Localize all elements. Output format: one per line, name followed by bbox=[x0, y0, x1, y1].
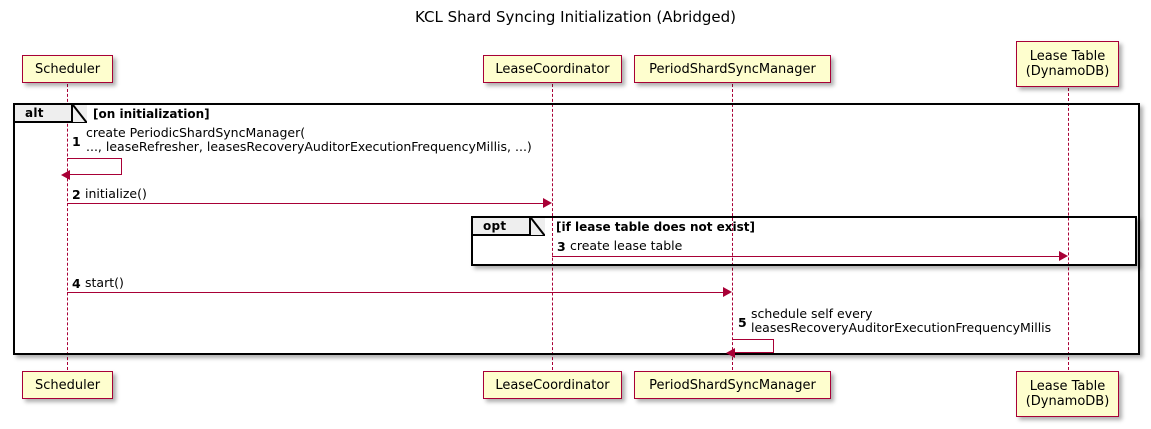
message-5-arrowhead bbox=[726, 348, 735, 358]
message-5-text: schedule self every leasesRecoveryAudito… bbox=[751, 306, 1052, 335]
lifeline-lease-table bbox=[1068, 88, 1069, 370]
lifeline-lease-coordinator bbox=[552, 84, 553, 370]
opt-frame-tab-notch bbox=[531, 218, 545, 236]
opt-frame bbox=[471, 216, 1137, 266]
message-3-number: 3 bbox=[557, 239, 566, 254]
participant-lease-table-top[interactable]: Lease Table (DynamoDB) bbox=[1016, 41, 1119, 87]
participant-lease-table-label-top: Lease Table (DynamoDB) bbox=[1025, 49, 1110, 79]
participant-period-shard-sync-manager-label-top: PeriodShardSyncManager bbox=[649, 61, 816, 77]
opt-frame-condition: [if lease table does not exist] bbox=[556, 220, 756, 234]
lifeline-period-shard-sync-manager bbox=[732, 84, 733, 370]
participant-scheduler-top[interactable]: Scheduler bbox=[22, 55, 113, 83]
message-5-self-loop bbox=[732, 339, 774, 353]
message-3-text: create lease table bbox=[570, 238, 683, 253]
participant-lease-coordinator-bottom[interactable]: LeaseCoordinator bbox=[483, 371, 622, 399]
message-1-number: 1 bbox=[72, 134, 81, 149]
message-2-arrowhead bbox=[543, 198, 552, 208]
message-1-text: create PeriodicShardSyncManager( ..., le… bbox=[86, 125, 532, 154]
participant-period-shard-sync-manager-label-bottom: PeriodShardSyncManager bbox=[649, 377, 816, 393]
alt-frame-tab: alt bbox=[15, 105, 73, 123]
participant-lease-table-label-bottom: Lease Table (DynamoDB) bbox=[1025, 379, 1110, 409]
participant-lease-table-bottom[interactable]: Lease Table (DynamoDB) bbox=[1016, 371, 1119, 417]
opt-frame-tab: opt bbox=[473, 218, 531, 236]
lifeline-scheduler bbox=[67, 84, 68, 370]
message-2-number: 2 bbox=[72, 187, 81, 202]
message-4-arrowhead bbox=[723, 287, 732, 297]
message-4-line bbox=[67, 292, 723, 293]
alt-frame bbox=[13, 103, 1140, 355]
message-4-text: start() bbox=[85, 275, 124, 290]
alt-frame-condition: [on initialization] bbox=[93, 107, 210, 121]
message-3-line bbox=[552, 256, 1059, 257]
participant-scheduler-bottom[interactable]: Scheduler bbox=[22, 371, 113, 399]
participant-lease-coordinator-label-bottom: LeaseCoordinator bbox=[495, 377, 610, 393]
participant-period-shard-sync-manager-bottom[interactable]: PeriodShardSyncManager bbox=[634, 371, 831, 399]
participant-period-shard-sync-manager-top[interactable]: PeriodShardSyncManager bbox=[634, 55, 831, 83]
opt-frame-keyword: opt bbox=[483, 219, 507, 233]
page-title: KCL Shard Syncing Initialization (Abridg… bbox=[415, 8, 736, 26]
message-3-arrowhead bbox=[1059, 251, 1068, 261]
message-2-text: initialize() bbox=[85, 186, 147, 201]
participant-scheduler-label-top: Scheduler bbox=[34, 61, 101, 77]
alt-frame-tab-notch bbox=[73, 105, 87, 123]
participant-scheduler-label-bottom: Scheduler bbox=[34, 377, 101, 393]
message-4-number: 4 bbox=[72, 276, 81, 291]
message-2-line bbox=[67, 203, 543, 204]
message-5-number: 5 bbox=[738, 315, 747, 330]
participant-lease-coordinator-top[interactable]: LeaseCoordinator bbox=[483, 55, 622, 83]
message-1-self-loop bbox=[67, 158, 122, 175]
participant-lease-coordinator-label-top: LeaseCoordinator bbox=[495, 61, 610, 77]
message-1-arrowhead bbox=[61, 170, 70, 180]
alt-frame-keyword: alt bbox=[25, 106, 44, 120]
